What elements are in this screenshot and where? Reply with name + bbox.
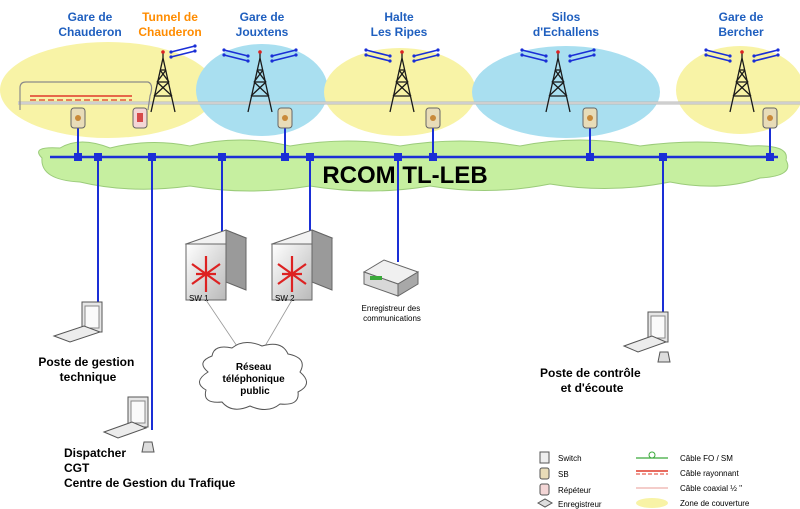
workstation-technique-label: Poste de gestion technique	[38, 355, 137, 384]
fiber-cable-icon	[648, 451, 656, 459]
phone-icon	[657, 351, 671, 363]
sb-boxes	[70, 107, 778, 129]
legend-coax-cable: Câble coaxial ½ ''	[636, 484, 743, 493]
svg-text:Switch: Switch	[558, 454, 582, 463]
coverage-zone-ripes	[324, 48, 476, 136]
radio-tower-icon	[704, 48, 780, 113]
backbone-nodes	[74, 153, 774, 161]
legend-fiber-cable: Câble FO / SM	[636, 451, 733, 463]
legend-sb: SB	[539, 467, 569, 480]
switch-sw2[interactable]	[270, 229, 334, 301]
legend-switch: Switch	[539, 451, 582, 464]
legend-repeater: Répéteur	[539, 483, 591, 496]
radio-wave-arrows-icon	[520, 48, 596, 63]
workstation-controle[interactable]	[622, 311, 671, 363]
recorder-device[interactable]	[362, 259, 420, 297]
workstation-dispatcher[interactable]	[102, 396, 155, 453]
phone-network-cloud	[199, 342, 307, 410]
radio-tower-icon	[150, 44, 197, 113]
switch-label-sw2: SW 2	[275, 294, 295, 303]
radio-tower-icon	[222, 48, 298, 113]
switch-label-sw1: SW 1	[189, 294, 209, 303]
radio-wave-arrows-icon	[364, 48, 440, 63]
radio-wave-arrows-icon	[704, 48, 780, 63]
svg-text:Enregistreur: Enregistreur	[558, 500, 602, 509]
switch-icon	[539, 451, 550, 464]
sb-icon	[762, 107, 778, 129]
svg-text:Câble rayonnant: Câble rayonnant	[680, 469, 739, 478]
recorder-icon	[536, 498, 554, 508]
radio-wave-arrows-icon	[222, 48, 298, 63]
switch-sw1[interactable]	[184, 229, 248, 301]
keyboard-icon	[622, 335, 668, 353]
sb-icon	[582, 107, 598, 129]
phone-icon	[141, 441, 155, 453]
rcom-cloud	[38, 139, 789, 192]
coverage-zone-chauderon	[0, 42, 216, 138]
phone-network-label: Réseau téléphonique public	[222, 362, 287, 397]
radio-tower-icon	[520, 48, 596, 113]
legend-coverage: Zone de couverture	[636, 498, 750, 508]
network-label: RCOM TL-LEB	[322, 162, 487, 189]
radio-tower-icon	[364, 48, 440, 113]
svg-text:Câble coaxial ½ '': Câble coaxial ½ ''	[680, 484, 743, 493]
drop-lines	[77, 128, 771, 430]
keyboard-icon	[102, 421, 148, 439]
legend: Switch SB Répéteur Enregistreur Câble FO…	[536, 451, 750, 509]
recorder-label: Enregistreur des communications	[362, 304, 423, 323]
sb-icon	[70, 107, 86, 129]
radio-towers	[150, 44, 780, 113]
svg-text:Câble FO / SM: Câble FO / SM	[680, 454, 733, 463]
tunnel	[19, 81, 153, 111]
workstation-controle-label: Poste de contrôle et d'écoute	[540, 366, 644, 395]
repeater-icon	[539, 483, 550, 496]
coverage-zone-bercher	[676, 46, 800, 134]
recorder-icon	[370, 276, 382, 280]
legend-radiating-cable: Câble rayonnant	[636, 469, 739, 478]
repeater-icon	[132, 107, 148, 129]
workstation-technique[interactable]	[52, 301, 103, 343]
svg-text:SB: SB	[558, 470, 569, 479]
sb-icon	[277, 107, 293, 129]
coverage-zone-icon	[636, 498, 668, 508]
sb-icon	[539, 467, 550, 480]
legend-recorder: Enregistreur	[536, 498, 602, 509]
workstation-dispatcher-label: Dispatcher CGT Centre de Gestion du Traf…	[64, 446, 236, 490]
radio-wave-arrows-icon	[169, 44, 197, 59]
sb-icon	[425, 107, 441, 129]
svg-text:Répéteur: Répéteur	[558, 486, 591, 495]
keyboard-icon	[52, 325, 102, 343]
svg-text:Zone de couverture: Zone de couverture	[680, 499, 750, 508]
